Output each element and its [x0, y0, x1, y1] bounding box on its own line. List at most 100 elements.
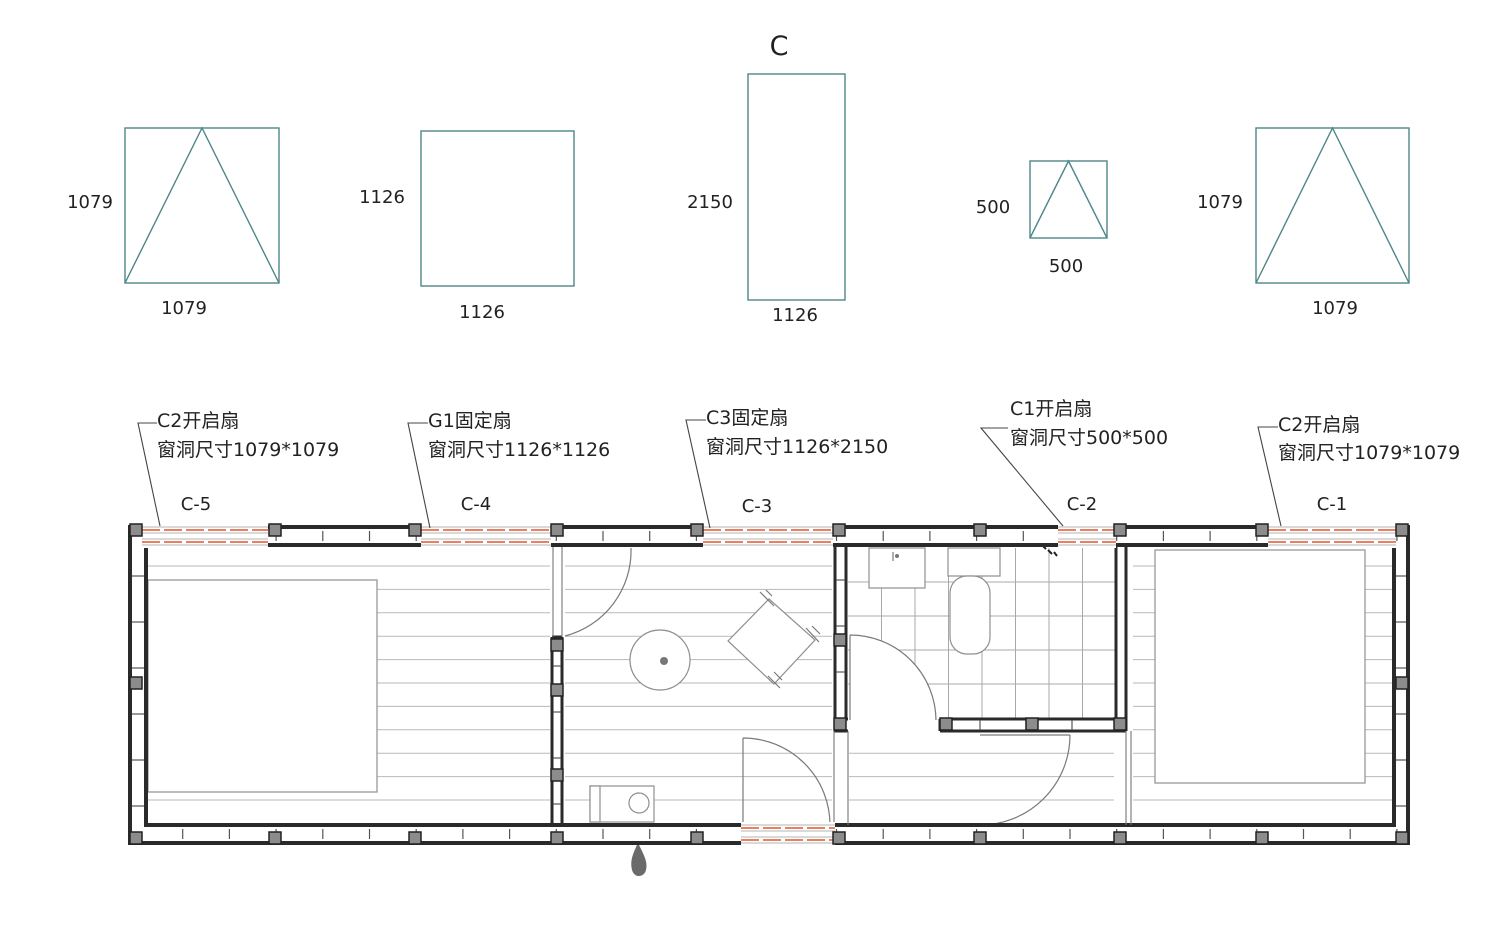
- window-opening: [421, 524, 551, 548]
- wall-post: [1255, 831, 1269, 845]
- elevation-width-label: 500: [1049, 256, 1083, 277]
- appliance: [589, 785, 655, 823]
- window-elevation-3: 2150 1126: [687, 73, 846, 326]
- sink-basin: [868, 547, 926, 589]
- opening-swing-triangle: [1029, 159, 1108, 239]
- wall-post: [550, 638, 564, 652]
- window-tag: C-1: [1317, 494, 1348, 515]
- window-callout-c-2: C1开启扇 窗洞尺寸500*500 C-2: [979, 398, 1168, 527]
- elevation-width-label: 1126: [459, 302, 505, 323]
- window-callout-c-1: C2开启扇 窗洞尺寸1079*1079 C-1: [1257, 414, 1460, 527]
- window-opening: [1058, 524, 1116, 548]
- elevation-frame: [124, 127, 280, 284]
- appliance-side: [589, 785, 601, 823]
- wall-post: [690, 831, 704, 845]
- elevation-width-label: 1079: [161, 298, 207, 319]
- partition-wall: [550, 635, 564, 825]
- leader-line: [685, 419, 711, 529]
- toilet-bowl: [949, 575, 991, 655]
- door-opening: [741, 822, 835, 846]
- wall-posts: [129, 523, 1409, 845]
- wall-post: [129, 676, 143, 690]
- window-opening: [1268, 524, 1396, 548]
- elevation-frame: [1255, 127, 1410, 284]
- window-tag: C-2: [1067, 494, 1098, 515]
- chair-arm-marks: [759, 589, 821, 689]
- elevation-height-label: 1079: [67, 192, 113, 213]
- wall-post: [1025, 717, 1039, 731]
- elevation-frame: [420, 130, 575, 287]
- leader-line: [1257, 426, 1282, 527]
- wall-post: [129, 523, 143, 537]
- window-type-label: C2开启扇: [1278, 414, 1360, 436]
- door-swing-area: [850, 634, 936, 720]
- wall-post: [268, 523, 282, 537]
- wall-post: [129, 831, 143, 845]
- round-table: [629, 629, 691, 691]
- window-elevation-2: 1126 1126: [359, 130, 575, 323]
- elevation-height-label: 2150: [687, 192, 733, 213]
- table-center-dot: [660, 657, 668, 665]
- window-type-label: C3固定扇: [706, 407, 788, 429]
- wall-post: [408, 523, 422, 537]
- toilet-tank: [947, 547, 1001, 577]
- wall-post: [939, 717, 953, 731]
- leader-line: [407, 422, 431, 529]
- chair-seat: [727, 598, 816, 685]
- wall-post: [408, 831, 422, 845]
- drawing-title: C: [770, 31, 789, 62]
- toilet: [947, 547, 1001, 655]
- bathroom-door: [849, 634, 937, 721]
- bed-left: [147, 579, 378, 793]
- elevation-height-label: 1126: [359, 187, 405, 208]
- window-elevation-5: 1079 1079: [1197, 126, 1410, 319]
- window-size-label: 窗洞尺寸500*500: [1010, 427, 1168, 449]
- window-tag: C-5: [181, 494, 212, 515]
- window-size-label: 窗洞尺寸1126*1126: [428, 439, 610, 461]
- window-elevation-4: 500 500: [976, 159, 1108, 277]
- wall-post: [973, 523, 987, 537]
- wall-post: [268, 831, 282, 845]
- window-tag: C-3: [742, 496, 773, 517]
- wall-post: [1395, 676, 1409, 690]
- wall-post: [973, 831, 987, 845]
- wall-post: [1395, 831, 1409, 845]
- door-jamb-lines: [552, 547, 1132, 825]
- opening-swing-triangle: [1255, 126, 1410, 284]
- sink-drain: [895, 554, 899, 558]
- wall-post: [833, 633, 847, 647]
- window-openings: [142, 524, 1396, 846]
- window-size-label: 窗洞尺寸1126*2150: [706, 436, 888, 458]
- leader-line: [137, 422, 161, 527]
- window-tag: C-4: [461, 494, 492, 515]
- chair: [727, 589, 821, 689]
- window-callout-c-4: G1固定扇 窗洞尺寸1126*1126 C-4: [407, 410, 610, 529]
- elevation-width-label: 1079: [1312, 298, 1358, 319]
- elevation-frame: [747, 73, 846, 301]
- window-type-label: C2开启扇: [157, 410, 239, 432]
- wall-post: [550, 523, 564, 537]
- door-swing-arc: [564, 547, 632, 637]
- window-size-label: 窗洞尺寸1079*1079: [1278, 442, 1460, 464]
- appliance-knob: [628, 792, 650, 814]
- window-type-label: C1开启扇: [1010, 398, 1092, 420]
- window-callout-c-5: C2开启扇 窗洞尺寸1079*1079 C-5: [137, 410, 339, 527]
- elevation-width-label: 1126: [772, 305, 818, 326]
- wall-post: [832, 523, 846, 537]
- wall-post: [550, 768, 564, 782]
- wall-post: [1255, 523, 1269, 537]
- window-opening: [142, 524, 268, 548]
- wall-post: [833, 717, 847, 731]
- elevation-height-label: 1079: [1197, 192, 1243, 213]
- opening-swing-triangle: [124, 126, 280, 284]
- entrance-door: [742, 737, 831, 826]
- wall-post: [832, 831, 846, 845]
- wall-post: [550, 683, 564, 697]
- elevation-frame: [1029, 160, 1108, 239]
- door-swing-arc: [979, 734, 1071, 826]
- sink: [868, 547, 926, 589]
- wall-post: [1395, 523, 1409, 537]
- wall-post: [1113, 717, 1127, 731]
- window-opening: [703, 524, 833, 548]
